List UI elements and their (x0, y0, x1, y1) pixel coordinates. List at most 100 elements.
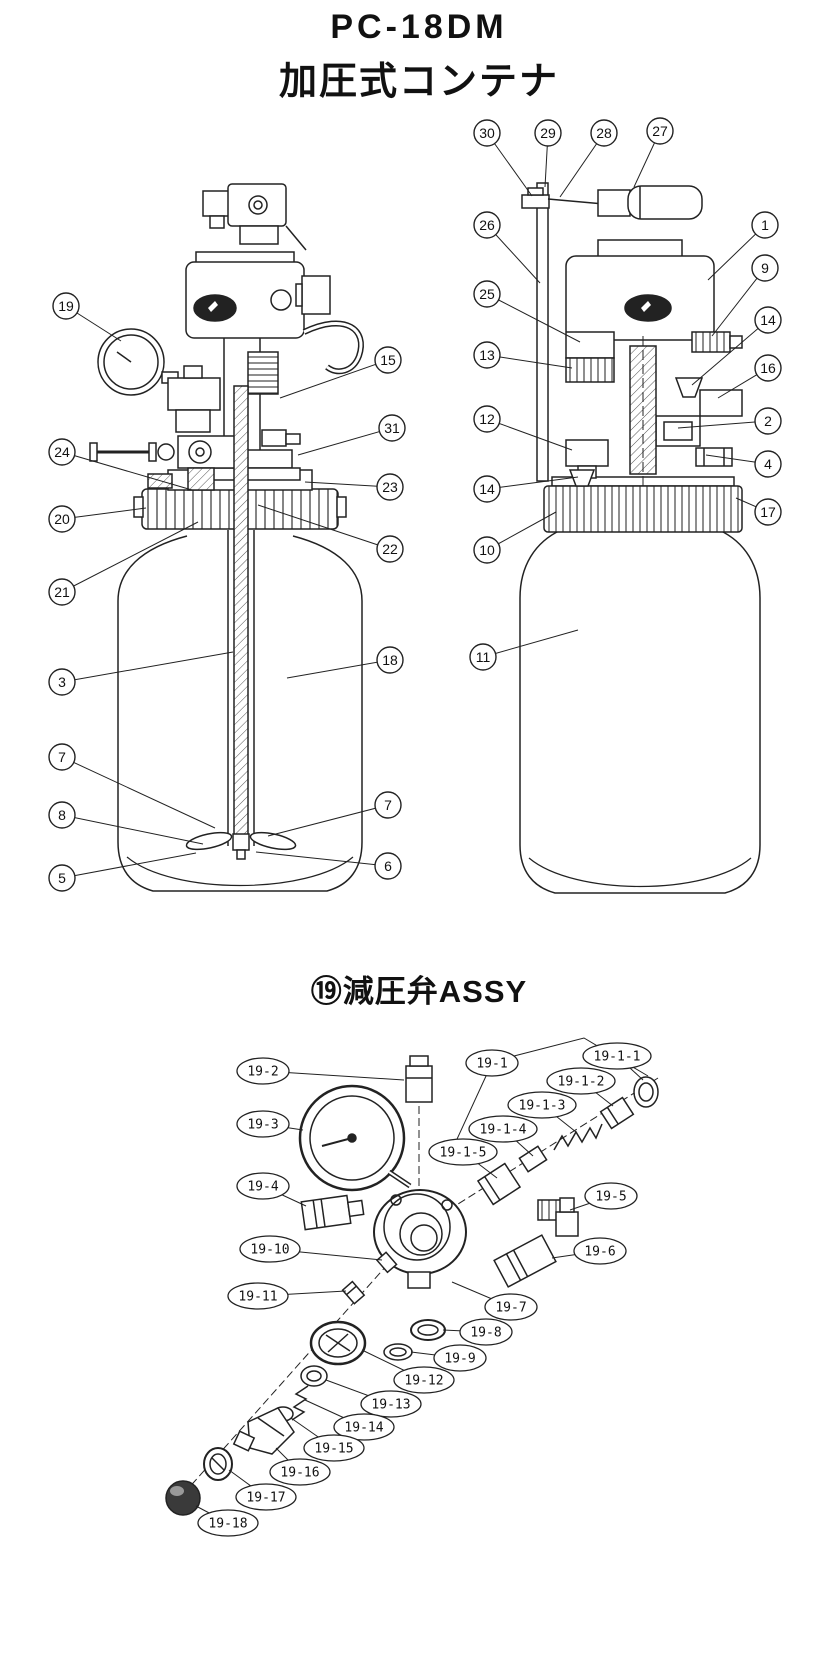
callout-6: 6 (374, 852, 402, 880)
callout-7: 7 (374, 791, 402, 819)
callout-14: 14 (754, 306, 782, 334)
svg-text:19-7: 19-7 (495, 1301, 526, 1316)
front-view-drawing (89, 183, 364, 892)
callout-21: 21 (48, 578, 76, 606)
callout-19-10: 19-10 (239, 1235, 301, 1263)
callout-19-12: 19-12 (393, 1366, 455, 1394)
callout-31: 31 (378, 414, 406, 442)
svg-text:4: 4 (764, 456, 772, 472)
callout-15: 15 (374, 346, 402, 374)
callout-5: 5 (48, 864, 76, 892)
brand-logo-mark (624, 294, 672, 322)
svg-text:30: 30 (479, 125, 495, 141)
callout-9: 9 (751, 254, 779, 282)
svg-text:16: 16 (760, 360, 776, 376)
svg-text:22: 22 (382, 541, 398, 557)
callout-19-9: 19-9 (433, 1344, 487, 1372)
svg-text:19-9: 19-9 (444, 1352, 475, 1367)
svg-text:19-2: 19-2 (247, 1065, 278, 1080)
callout-25: 25 (473, 280, 501, 308)
svg-text:19-18: 19-18 (208, 1517, 247, 1532)
svg-text:19-11: 19-11 (238, 1290, 277, 1305)
callout-29: 29 (534, 119, 562, 147)
svg-text:3: 3 (58, 674, 66, 690)
svg-text:24: 24 (54, 444, 70, 460)
callout-19-8: 19-8 (459, 1318, 513, 1346)
svg-text:26: 26 (479, 217, 495, 233)
callout-13: 13 (473, 341, 501, 369)
callout-23: 23 (376, 473, 404, 501)
callout-14: 14 (473, 475, 501, 503)
callout-19-16: 19-16 (269, 1458, 331, 1486)
callout-16: 16 (754, 354, 782, 382)
svg-text:25: 25 (479, 286, 495, 302)
callout-27: 27 (646, 117, 674, 145)
svg-text:19-1-3: 19-1-3 (519, 1099, 566, 1114)
callout-8: 8 (48, 801, 76, 829)
callout-19-4: 19-4 (236, 1172, 290, 1200)
svg-text:21: 21 (54, 584, 70, 600)
svg-text:23: 23 (382, 479, 398, 495)
callout-7: 7 (48, 743, 76, 771)
callout-19-18: 19-18 (197, 1509, 259, 1537)
callout-4: 4 (754, 450, 782, 478)
page-title: PC-18DM (330, 8, 508, 46)
callout-19-17: 19-17 (235, 1483, 297, 1511)
svg-text:19-1-5: 19-1-5 (440, 1146, 487, 1161)
callout-19-1: 19-1 (465, 1049, 519, 1077)
callout-10: 10 (473, 536, 501, 564)
svg-text:19-14: 19-14 (344, 1421, 383, 1436)
svg-text:19-3: 19-3 (247, 1118, 278, 1133)
svg-text:9: 9 (761, 260, 769, 276)
callout-19-2: 19-2 (236, 1057, 290, 1085)
svg-text:14: 14 (760, 312, 776, 328)
side-view-drawing (519, 182, 761, 894)
callout-19-13: 19-13 (360, 1390, 422, 1418)
svg-text:18: 18 (382, 652, 398, 668)
svg-text:20: 20 (54, 511, 70, 527)
svg-text:19-1-2: 19-1-2 (558, 1075, 605, 1090)
svg-text:6: 6 (384, 858, 392, 874)
svg-text:19-16: 19-16 (280, 1466, 319, 1481)
callout-12: 12 (473, 405, 501, 433)
svg-text:19-15: 19-15 (314, 1442, 353, 1457)
callout-19-7: 19-7 (484, 1293, 538, 1321)
callout-19-1-4: 19-1-4 (468, 1115, 538, 1143)
assy-section-title: ⑲減圧弁ASSY (310, 974, 528, 1009)
svg-text:19-8: 19-8 (470, 1326, 501, 1341)
svg-text:17: 17 (760, 504, 776, 520)
callout-18: 18 (376, 646, 404, 674)
svg-text:19-5: 19-5 (595, 1190, 626, 1205)
callout-19-14: 19-14 (333, 1413, 395, 1441)
svg-text:19-1: 19-1 (476, 1057, 507, 1072)
callout-17: 17 (754, 498, 782, 526)
callout-26: 26 (473, 211, 501, 239)
callout-11: 11 (469, 643, 497, 671)
callout-19: 19 (52, 292, 80, 320)
page-subtitle: 加圧式コンテナ (278, 61, 559, 103)
svg-text:15: 15 (380, 352, 396, 368)
svg-text:8: 8 (58, 807, 66, 823)
svg-text:12: 12 (479, 411, 495, 427)
svg-text:19-4: 19-4 (247, 1180, 278, 1195)
svg-text:19-10: 19-10 (250, 1243, 289, 1258)
svg-text:27: 27 (652, 123, 668, 139)
svg-text:19-1-1: 19-1-1 (594, 1050, 641, 1065)
svg-text:19-1-4: 19-1-4 (480, 1123, 527, 1138)
callout-20: 20 (48, 505, 76, 533)
svg-text:19-6: 19-6 (584, 1245, 615, 1260)
svg-text:19-17: 19-17 (246, 1491, 285, 1506)
svg-text:10: 10 (479, 542, 495, 558)
svg-text:19: 19 (58, 298, 74, 314)
svg-text:19-12: 19-12 (404, 1374, 443, 1389)
callout-19-3: 19-3 (236, 1110, 290, 1138)
svg-text:28: 28 (596, 125, 612, 141)
svg-text:7: 7 (384, 797, 392, 813)
callout-24: 24 (48, 438, 76, 466)
callout-30: 30 (473, 119, 501, 147)
svg-text:19-13: 19-13 (371, 1398, 410, 1413)
callout-2: 2 (754, 407, 782, 435)
